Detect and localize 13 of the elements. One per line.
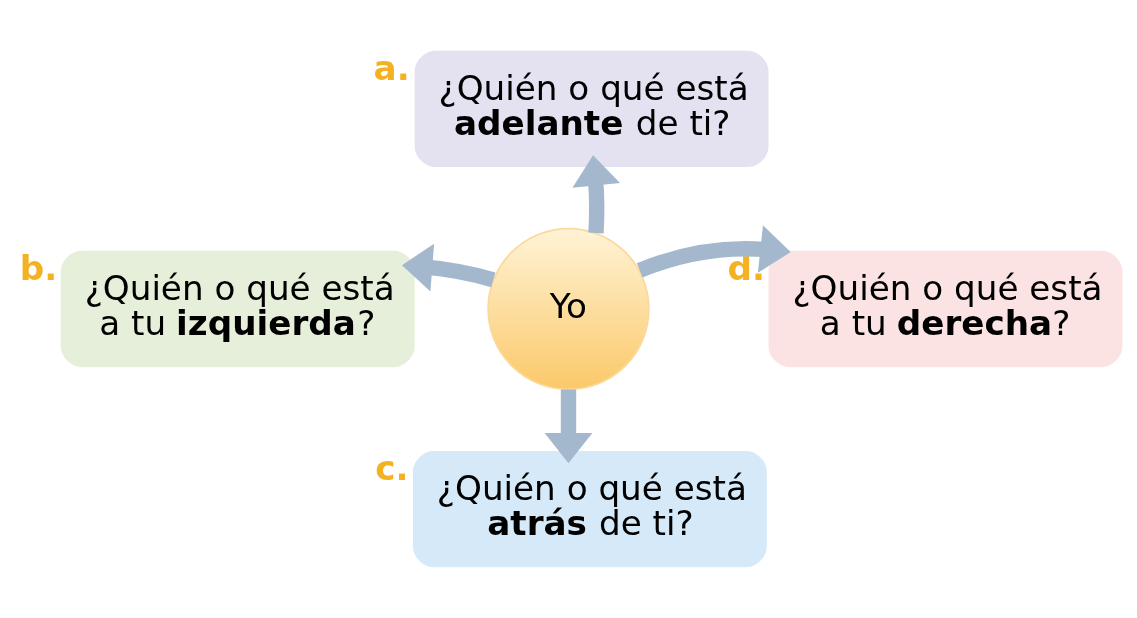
arrow xyxy=(544,389,593,464)
node-label: d. xyxy=(727,247,765,288)
node-box: ¿Quién o qué está a tu izquierda? xyxy=(60,250,415,368)
node-circle: Yo xyxy=(487,227,650,391)
node-box: ¿Quién o qué está a tu derecha? xyxy=(768,250,1123,368)
node-label: b. xyxy=(19,247,58,288)
arrow xyxy=(401,243,496,292)
node-label: c. xyxy=(375,447,409,488)
arrow xyxy=(636,225,791,278)
node-box: ¿Quién o qué está adelante de ti? xyxy=(414,50,769,168)
arrow xyxy=(572,155,620,234)
node-label: a. xyxy=(373,47,410,88)
node-box: ¿Quién o qué está atrás de ti? xyxy=(412,450,767,568)
